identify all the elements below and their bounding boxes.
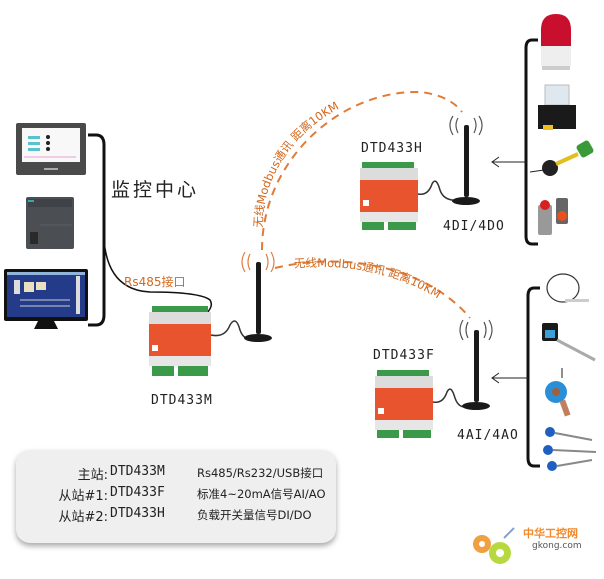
watermark-cn: 中华工控网 bbox=[523, 527, 578, 540]
monitor-icon bbox=[4, 269, 88, 329]
info-role-slave2: 从站#2: bbox=[58, 510, 108, 525]
info-model-master: DTD433M bbox=[110, 464, 165, 479]
monitoring-bracket bbox=[88, 133, 106, 327]
relay-icon bbox=[538, 84, 576, 130]
pressure-transmitter-icon bbox=[545, 368, 571, 417]
slave-h-antenna-icon bbox=[449, 115, 483, 205]
master-antenna-icon bbox=[241, 251, 275, 342]
gkong-logo-icon bbox=[473, 527, 515, 564]
master-device-image bbox=[149, 306, 211, 376]
summary-info-box: 主站: DTD433M Rs485/Rs232/USB接口 从站#1: DTD4… bbox=[16, 450, 336, 543]
upper-link-text: 无线Modbus通讯 距离10KM bbox=[251, 99, 341, 228]
slave-h-io-label: 4DI/4DO bbox=[443, 219, 505, 234]
warning-light-icon bbox=[541, 14, 571, 70]
info-desc-slave1: 标准4~20mA信号AI/AO bbox=[197, 487, 326, 501]
temperature-probe-icon bbox=[546, 273, 589, 303]
monitoring-center-label: 监控中心 bbox=[111, 179, 200, 201]
watermark-en: gkong.com bbox=[532, 541, 582, 551]
info-role-master: 主站: bbox=[77, 468, 108, 483]
push-button-icon bbox=[538, 198, 568, 235]
info-desc-slave2: 负载开关量信号DI/DO bbox=[197, 508, 312, 522]
plc-icon bbox=[26, 197, 74, 249]
rs485-label: Rs485接口 bbox=[124, 275, 186, 289]
thermocouple-icon bbox=[543, 427, 597, 471]
info-model-slave1: DTD433F bbox=[110, 485, 165, 500]
ai-ao-arrow-head bbox=[491, 372, 500, 384]
slave-h-antenna-cable bbox=[417, 180, 461, 202]
slave-f-device-image bbox=[375, 370, 433, 438]
float-switch-icon bbox=[529, 140, 594, 176]
slave-f-antenna-cable bbox=[432, 388, 471, 408]
slave-h-model-label: DTD433H bbox=[361, 141, 423, 156]
di-do-bracket bbox=[524, 38, 538, 246]
master-model-label: DTD433M bbox=[151, 393, 213, 408]
rs485-cable bbox=[103, 239, 213, 315]
slave-h-device-image bbox=[360, 162, 418, 230]
info-model-slave2: DTD433H bbox=[110, 506, 165, 521]
transmitter-icon bbox=[542, 323, 596, 362]
slave-f-model-label: DTD433F bbox=[373, 348, 435, 363]
upper-wireless-link bbox=[261, 90, 463, 251]
upper-link-label: 无线Modbus通讯 距离10KM bbox=[251, 99, 341, 228]
info-desc-master: Rs485/Rs232/USB接口 bbox=[197, 466, 324, 480]
slave-f-antenna-icon bbox=[459, 319, 493, 410]
lower-wireless-link bbox=[274, 260, 471, 319]
hmi-icon bbox=[16, 123, 86, 175]
lower-link-text: 无线Modbus通讯 距离10KM bbox=[293, 256, 443, 302]
lower-link-label: 无线Modbus通讯 距离10KM bbox=[293, 256, 443, 302]
di-do-arrow-head bbox=[491, 156, 500, 168]
info-role-slave1: 从站#1: bbox=[58, 489, 108, 504]
slave-f-io-label: 4AI/4AO bbox=[457, 428, 519, 443]
ai-ao-bracket bbox=[526, 286, 540, 468]
